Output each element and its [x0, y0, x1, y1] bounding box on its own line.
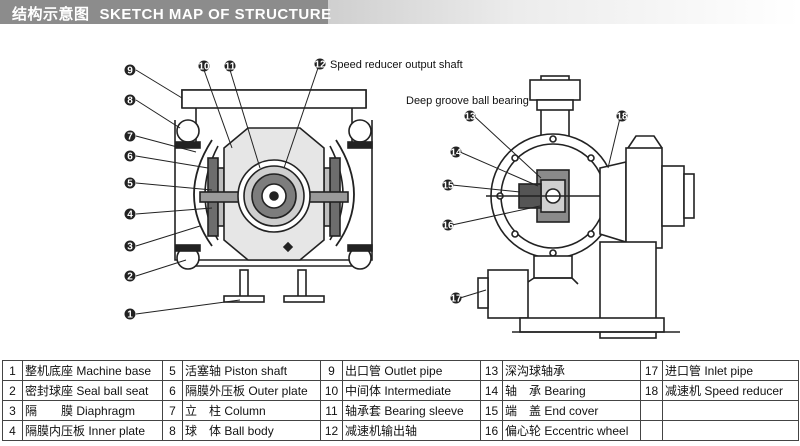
- pump-side-view: [477, 75, 695, 339]
- legend-label: 隔 膜 Diaphragm: [22, 400, 163, 421]
- legend-label: 整机底座 Machine base: [22, 360, 163, 381]
- legend-label: 轴 承 Bearing: [502, 380, 641, 401]
- legend-label: 偏心轮 Eccentric wheel: [502, 420, 641, 441]
- legend-number: 1: [2, 360, 23, 381]
- legend-number: 16: [480, 420, 503, 441]
- legend-number: 14: [480, 380, 503, 401]
- legend-number: 18: [640, 380, 663, 401]
- speed-reducer: [599, 160, 627, 244]
- legend-label: 球 体 Ball body: [182, 420, 321, 441]
- legend-number: 9: [320, 360, 343, 381]
- legend-label: 进口管 Inlet pipe: [662, 360, 799, 381]
- header-title-cn: 结构示意图: [12, 6, 90, 23]
- legend-label: 隔膜内压板 Inner plate: [22, 420, 163, 441]
- header: 结构示意图 SKETCH MAP OF STRUCTURE: [0, 0, 800, 28]
- callout-12: 12: [314, 60, 326, 71]
- callout-leaders-right: [451, 115, 621, 299]
- legend-number: 2: [2, 380, 23, 401]
- callout-5: 5: [127, 179, 133, 190]
- legend-label: 立 柱 Column: [182, 400, 321, 421]
- base-foot-right: [283, 295, 325, 303]
- pump-front-view: [174, 89, 373, 303]
- legend-number: 17: [640, 360, 663, 381]
- legend-number: 3: [2, 400, 23, 421]
- legend-label: 减速机 Speed reducer: [662, 380, 799, 401]
- legend-label: 隔膜外压板 Outer plate: [182, 380, 321, 401]
- legend-number: 8: [162, 420, 183, 441]
- seat-top-right: [347, 141, 373, 149]
- callouts-left: 9 8 7 6 5 4 3 2 1 10 11 12: [124, 58, 326, 321]
- legend-number: [640, 420, 663, 441]
- callout-6: 6: [127, 152, 133, 163]
- callout-3: 3: [127, 242, 133, 253]
- legend-number: 12: [320, 420, 343, 441]
- label-speed-reducer-output-shaft: Speed reducer output shaft: [330, 59, 463, 71]
- callout-14: 14: [450, 148, 462, 159]
- seat-bottom-left: [175, 244, 201, 252]
- legend-number: 15: [480, 400, 503, 421]
- legend-label: [662, 400, 799, 421]
- ball-top-right: [348, 119, 372, 143]
- legend-label: 中间体 Intermediate: [342, 380, 481, 401]
- legend-label: 轴承套 Bearing sleeve: [342, 400, 481, 421]
- callout-1: 1: [127, 310, 133, 321]
- callout-10: 10: [198, 62, 210, 73]
- legend-number: 10: [320, 380, 343, 401]
- callout-2: 2: [127, 272, 133, 283]
- label-deep-groove-ball-bearing: Deep groove ball bearing: [406, 95, 529, 107]
- legend-number: 6: [162, 380, 183, 401]
- legend-number: 11: [320, 400, 343, 421]
- legend-number: 13: [480, 360, 503, 381]
- legend-number: 4: [2, 420, 23, 441]
- callout-16: 16: [442, 221, 454, 232]
- legend-label: 活塞轴 Piston shaft: [182, 360, 321, 381]
- seat-top-left: [175, 141, 201, 149]
- ball-top-left: [176, 119, 200, 143]
- header-title-en: SKETCH MAP OF STRUCTURE: [99, 6, 332, 23]
- legend-number: [640, 400, 663, 421]
- header-bar: [0, 0, 328, 24]
- callout-17: 17: [450, 294, 462, 305]
- callout-9: 9: [127, 66, 133, 77]
- legend-label: 密封球座 Seal ball seat: [22, 380, 163, 401]
- base-foot-left: [223, 295, 265, 303]
- callout-8: 8: [127, 96, 133, 107]
- legend-label: 减速机输出轴: [342, 420, 481, 441]
- legend-label: [662, 420, 799, 441]
- callout-18: 18: [616, 112, 628, 123]
- header-title: 结构示意图 SKETCH MAP OF STRUCTURE: [12, 3, 332, 24]
- callout-7: 7: [127, 132, 133, 143]
- callouts-right: 13 14 15 16 17 18: [442, 110, 628, 305]
- legend-label: 出口管 Outlet pipe: [342, 360, 481, 381]
- header-fade: [328, 0, 800, 24]
- callout-13: 13: [464, 112, 476, 123]
- callout-leaders-left: [135, 67, 319, 315]
- callout-15: 15: [442, 181, 454, 192]
- inlet-pipe: [487, 269, 529, 319]
- callout-11: 11: [225, 62, 236, 73]
- outlet-pipe: [181, 89, 367, 109]
- diagram-svg: 9 8 7 6 5 4 3 2 1 10 11 12 Speed reducer…: [124, 58, 695, 339]
- legend-label: 端 盖 End cover: [502, 400, 641, 421]
- callout-4: 4: [127, 210, 133, 221]
- legend-number: 5: [162, 360, 183, 381]
- seat-bottom-right: [347, 244, 373, 252]
- structure-diagram: 9 8 7 6 5 4 3 2 1 10 11 12 Speed reducer…: [0, 28, 800, 358]
- base-side: [519, 317, 665, 333]
- legend-label: 深沟球轴承: [502, 360, 641, 381]
- legend-number: 7: [162, 400, 183, 421]
